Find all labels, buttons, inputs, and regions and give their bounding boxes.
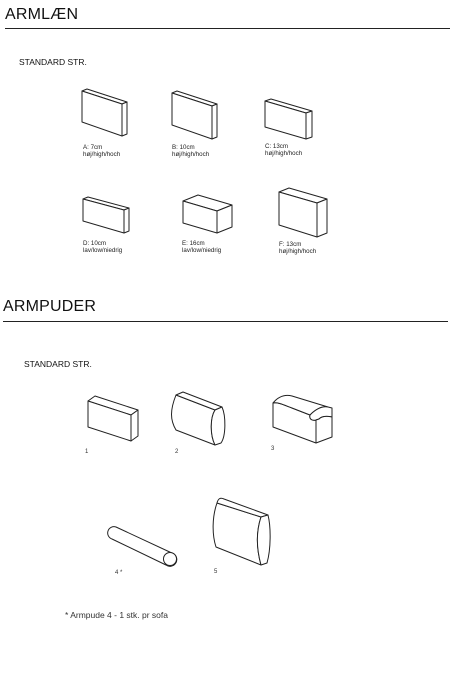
armrest-f-size: F: 13cm: [279, 241, 302, 248]
armpuder-subtitle: STANDARD STR.: [24, 359, 92, 369]
armpuder-title: ARMPUDER: [3, 298, 97, 315]
cushion-1-label: 1: [85, 449, 89, 455]
armpuder-footnote: * Armpude 4 - 1 stk. pr sofa: [65, 610, 168, 620]
armrest-c-height: høj/high/hoch: [265, 150, 303, 158]
armrest-e-caption: E: 16cm lav/low/niedrig: [182, 240, 221, 254]
armrest-a-caption: A: 7cm høj/high/hoch: [83, 144, 120, 158]
armrest-e-size: E: 16cm: [182, 240, 205, 247]
armrest-e-height: lav/low/niedrig: [182, 247, 222, 255]
cushion-curved-icon: [270, 393, 332, 443]
armlaen-subtitle: STANDARD STR.: [19, 57, 87, 67]
armrest-b-caption: B: 10cm høj/high/hoch: [172, 144, 209, 158]
armlaen-divider: [5, 28, 450, 29]
armrest-d-size: D: 10cm: [83, 240, 107, 247]
armrest-block-a-icon: [81, 89, 127, 136]
armrest-a-size: A: 7cm: [83, 144, 103, 151]
armrest-d-caption: D: 10cm lav/low/niedrig: [83, 240, 122, 254]
armrest-a-height: høj/high/hoch: [83, 151, 121, 159]
armrest-block-c-icon: [264, 99, 312, 139]
armrest-c-size: C: 13cm: [265, 143, 289, 150]
armrest-b-size: B: 10cm: [172, 144, 195, 151]
armrest-block-e-icon: [182, 195, 232, 233]
cushion-2-label: 2: [175, 449, 179, 455]
armrest-f-height: høj/high/hoch: [279, 248, 317, 256]
cushion-4-label: 4 *: [115, 570, 123, 576]
armrest-b-height: høj/high/hoch: [172, 151, 210, 159]
armrest-block-f-icon: [278, 188, 327, 237]
cushion-rounded-icon: [173, 392, 225, 447]
armrest-block-d-icon: [82, 197, 129, 233]
armrest-f-caption: F: 13cm høj/high/hoch: [279, 241, 316, 255]
armrest-block-b-icon: [171, 91, 217, 139]
armlaen-title: ARMLÆN: [5, 6, 79, 23]
cushion-large-icon: [211, 497, 271, 567]
cushion-3-label: 3: [271, 446, 275, 452]
cushion-roll-icon: [110, 526, 178, 566]
armrest-c-caption: C: 13cm høj/high/hoch: [265, 143, 302, 157]
cushion-5-label: 5: [214, 569, 218, 575]
armpuder-divider: [3, 321, 448, 322]
cushion-block-icon: [87, 396, 138, 441]
armrest-d-height: lav/low/niedrig: [83, 247, 123, 255]
